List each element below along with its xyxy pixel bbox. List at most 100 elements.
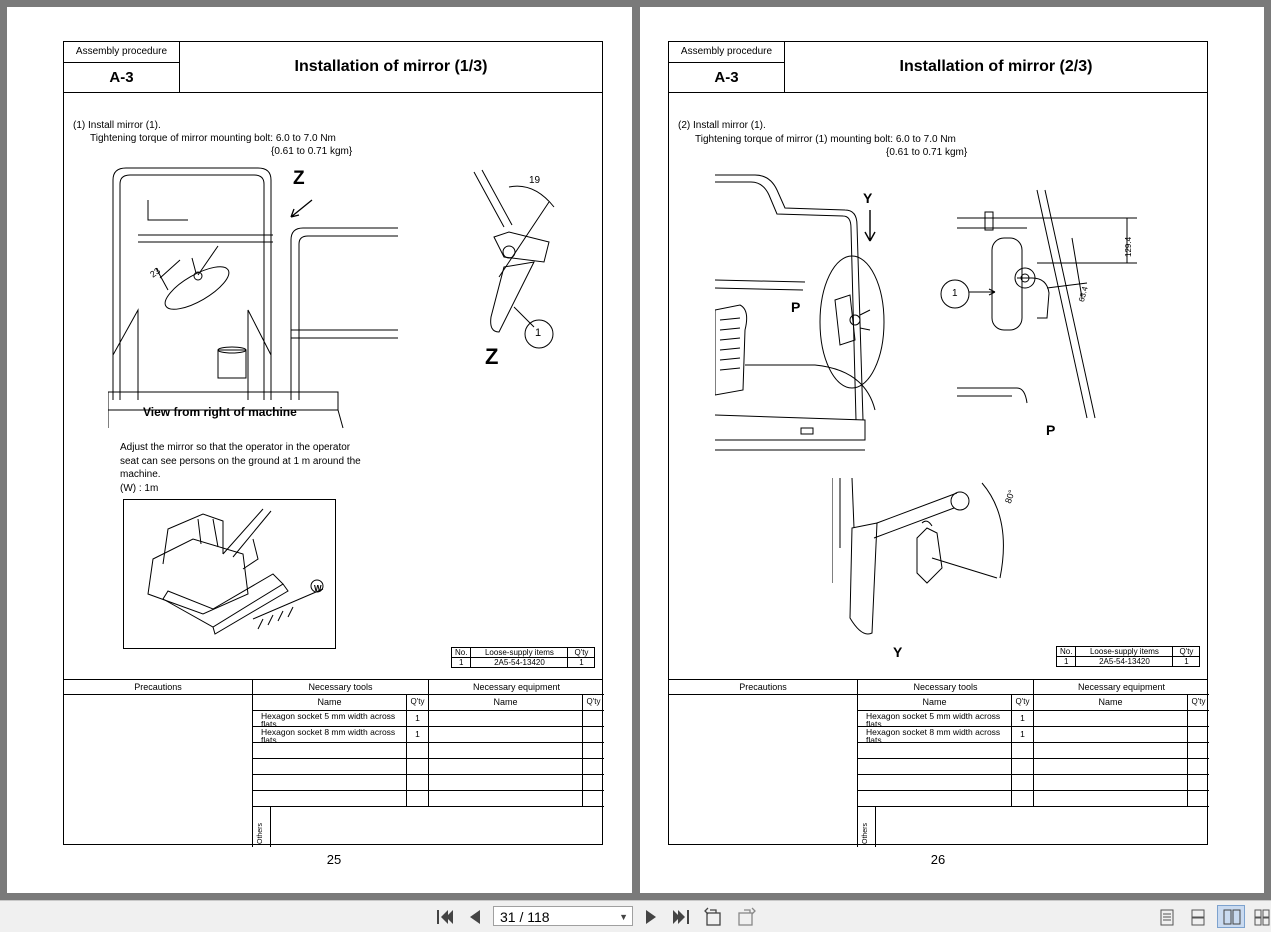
cab-side-illustration bbox=[715, 174, 885, 451]
view-caption: View from right of machine bbox=[143, 405, 297, 419]
dimension-w: W bbox=[314, 584, 322, 593]
supply-item: 2A5-54-13420 bbox=[1075, 656, 1174, 667]
two-page-view-button[interactable] bbox=[1217, 905, 1245, 928]
torque-text: Tightening torque of mirror (1) mounting… bbox=[695, 134, 956, 145]
torque-kgm-text: {0.61 to 0.71 kgm} bbox=[271, 146, 353, 157]
tool-qty-2: 1 bbox=[1012, 727, 1034, 743]
chevron-down-icon[interactable]: ▼ bbox=[619, 912, 628, 922]
equipment-row bbox=[429, 743, 583, 759]
page-25: Assembly procedure A-3 Installation of m… bbox=[7, 7, 632, 893]
procedure-code: A-3 bbox=[64, 63, 180, 92]
supply-header-qty: Q'ty bbox=[1172, 646, 1201, 657]
adjust-instructions: Adjust the mirror so that the operator i… bbox=[120, 441, 380, 495]
mirror-side-illustration: 23 bbox=[108, 167, 398, 429]
next-page-icon[interactable] bbox=[644, 909, 658, 925]
equipment-qty bbox=[583, 711, 604, 727]
view-y-bottom-label: Y bbox=[893, 644, 903, 660]
first-page-icon[interactable] bbox=[436, 909, 454, 925]
adjust-line: seat can see persons on the ground at 1 … bbox=[120, 455, 361, 467]
view-p-bottom-label: P bbox=[1046, 422, 1056, 438]
supply-no: 1 bbox=[450, 657, 472, 668]
equipment-qty bbox=[583, 727, 604, 743]
tool-qty bbox=[407, 759, 429, 775]
precautions-header: Precautions bbox=[669, 680, 858, 695]
callout-1-label: 1 bbox=[535, 327, 542, 339]
equipment-row bbox=[1034, 743, 1188, 759]
adjust-line: Adjust the mirror so that the operator i… bbox=[120, 442, 351, 453]
single-page-icon[interactable] bbox=[1160, 909, 1174, 926]
two-page-continuous-icon[interactable] bbox=[1254, 909, 1271, 926]
requirements-table: Precautions Necessary tools Necessary eq… bbox=[669, 679, 1209, 847]
loose-supply-table: No. Loose-supply items Q'ty 1 2A5-54-134… bbox=[450, 647, 596, 668]
adjust-line: machine. bbox=[120, 469, 161, 480]
equipment-qty-header: Q'ty bbox=[1188, 695, 1209, 711]
equipment-row bbox=[1034, 727, 1188, 743]
callout-1 bbox=[524, 319, 554, 349]
supply-qty: 1 bbox=[567, 657, 596, 668]
continuous-icon[interactable] bbox=[1190, 909, 1206, 926]
precautions-header: Precautions bbox=[64, 680, 253, 695]
tools-name-header: Name bbox=[858, 695, 1012, 711]
procedure-header: Assembly procedure A-3 Installation of m… bbox=[669, 42, 1207, 93]
step-text: (1) Install mirror (1). bbox=[73, 120, 161, 131]
supply-qty: 1 bbox=[1172, 656, 1201, 667]
tool-row-2: Hexagon socket 8 mm width across flats bbox=[253, 727, 407, 744]
view-z-label: Z bbox=[293, 168, 305, 189]
mirror-detail-z: 19 bbox=[473, 169, 555, 333]
equipment-name-header: Name bbox=[1034, 695, 1188, 711]
torque-text: Tightening torque of mirror mounting bol… bbox=[90, 133, 336, 144]
tool-row bbox=[253, 791, 407, 807]
tool-qty bbox=[1012, 759, 1034, 775]
tool-row bbox=[858, 743, 1012, 759]
tool-row bbox=[253, 759, 407, 775]
page-26: Assembly procedure A-3 Installation of m… bbox=[640, 7, 1264, 893]
last-page-icon[interactable] bbox=[672, 909, 690, 925]
equipment-row bbox=[1034, 791, 1188, 807]
tool-row-2: Hexagon socket 8 mm width across flats bbox=[858, 727, 1012, 744]
equipment-row bbox=[429, 775, 583, 791]
supply-header-items: Loose-supply items bbox=[1075, 646, 1174, 657]
callout-arrow-icon bbox=[969, 288, 996, 296]
angle-19: 19 bbox=[529, 175, 541, 186]
prev-page-icon[interactable] bbox=[468, 909, 482, 925]
mirror-detail-y bbox=[832, 478, 1004, 635]
equipment-qty bbox=[1188, 759, 1209, 775]
tool-qty bbox=[407, 743, 429, 759]
equipment-row bbox=[1034, 759, 1188, 775]
equipment-qty bbox=[1188, 791, 1209, 807]
tools-qty-header: Q'ty bbox=[1012, 695, 1034, 711]
page-indicator: 31 / 118 bbox=[500, 909, 550, 925]
supply-header-qty: Q'ty bbox=[567, 647, 596, 658]
others-cell bbox=[253, 807, 271, 847]
tool-qty bbox=[1012, 775, 1034, 791]
equipment-qty-header: Q'ty bbox=[583, 695, 604, 711]
tool-qty-2: 1 bbox=[407, 727, 429, 743]
precautions-cell bbox=[64, 695, 253, 847]
rotate-icon[interactable] bbox=[704, 907, 724, 927]
supply-header-no: No. bbox=[1055, 646, 1077, 657]
tool-qty-1: 1 bbox=[1012, 711, 1034, 727]
tool-row-1: Hexagon socket 5 mm width across flats bbox=[253, 711, 407, 728]
two-page-icon bbox=[1223, 909, 1241, 925]
tool-row bbox=[858, 775, 1012, 791]
page-number-input[interactable]: 31 / 118 ▼ bbox=[493, 906, 633, 926]
tool-row bbox=[253, 743, 407, 759]
procedure-frame: Assembly procedure A-3 Installation of m… bbox=[668, 41, 1209, 847]
tool-qty bbox=[407, 775, 429, 791]
tool-row bbox=[253, 775, 407, 791]
adjust-line: (W) : 1m bbox=[120, 482, 159, 494]
tools-name-header: Name bbox=[253, 695, 407, 711]
equipment-qty bbox=[1188, 711, 1209, 727]
equipment-name-header: Name bbox=[429, 695, 583, 711]
equipment-qty bbox=[583, 759, 604, 775]
equipment-row bbox=[1034, 775, 1188, 791]
others-label: Others bbox=[862, 822, 869, 844]
procedure-code: A-3 bbox=[669, 63, 785, 92]
export-icon[interactable] bbox=[736, 907, 756, 927]
equipment-header: Necessary equipment bbox=[1034, 680, 1209, 695]
tool-row-1: Hexagon socket 5 mm width across flats bbox=[858, 711, 1012, 728]
loose-supply-table: No. Loose-supply items Q'ty 1 2A5-54-134… bbox=[1055, 646, 1201, 667]
others-label: Others bbox=[257, 822, 264, 844]
procedure-title: Installation of mirror (1/3) bbox=[294, 58, 488, 75]
requirements-table: Precautions Necessary tools Necessary eq… bbox=[64, 679, 604, 847]
